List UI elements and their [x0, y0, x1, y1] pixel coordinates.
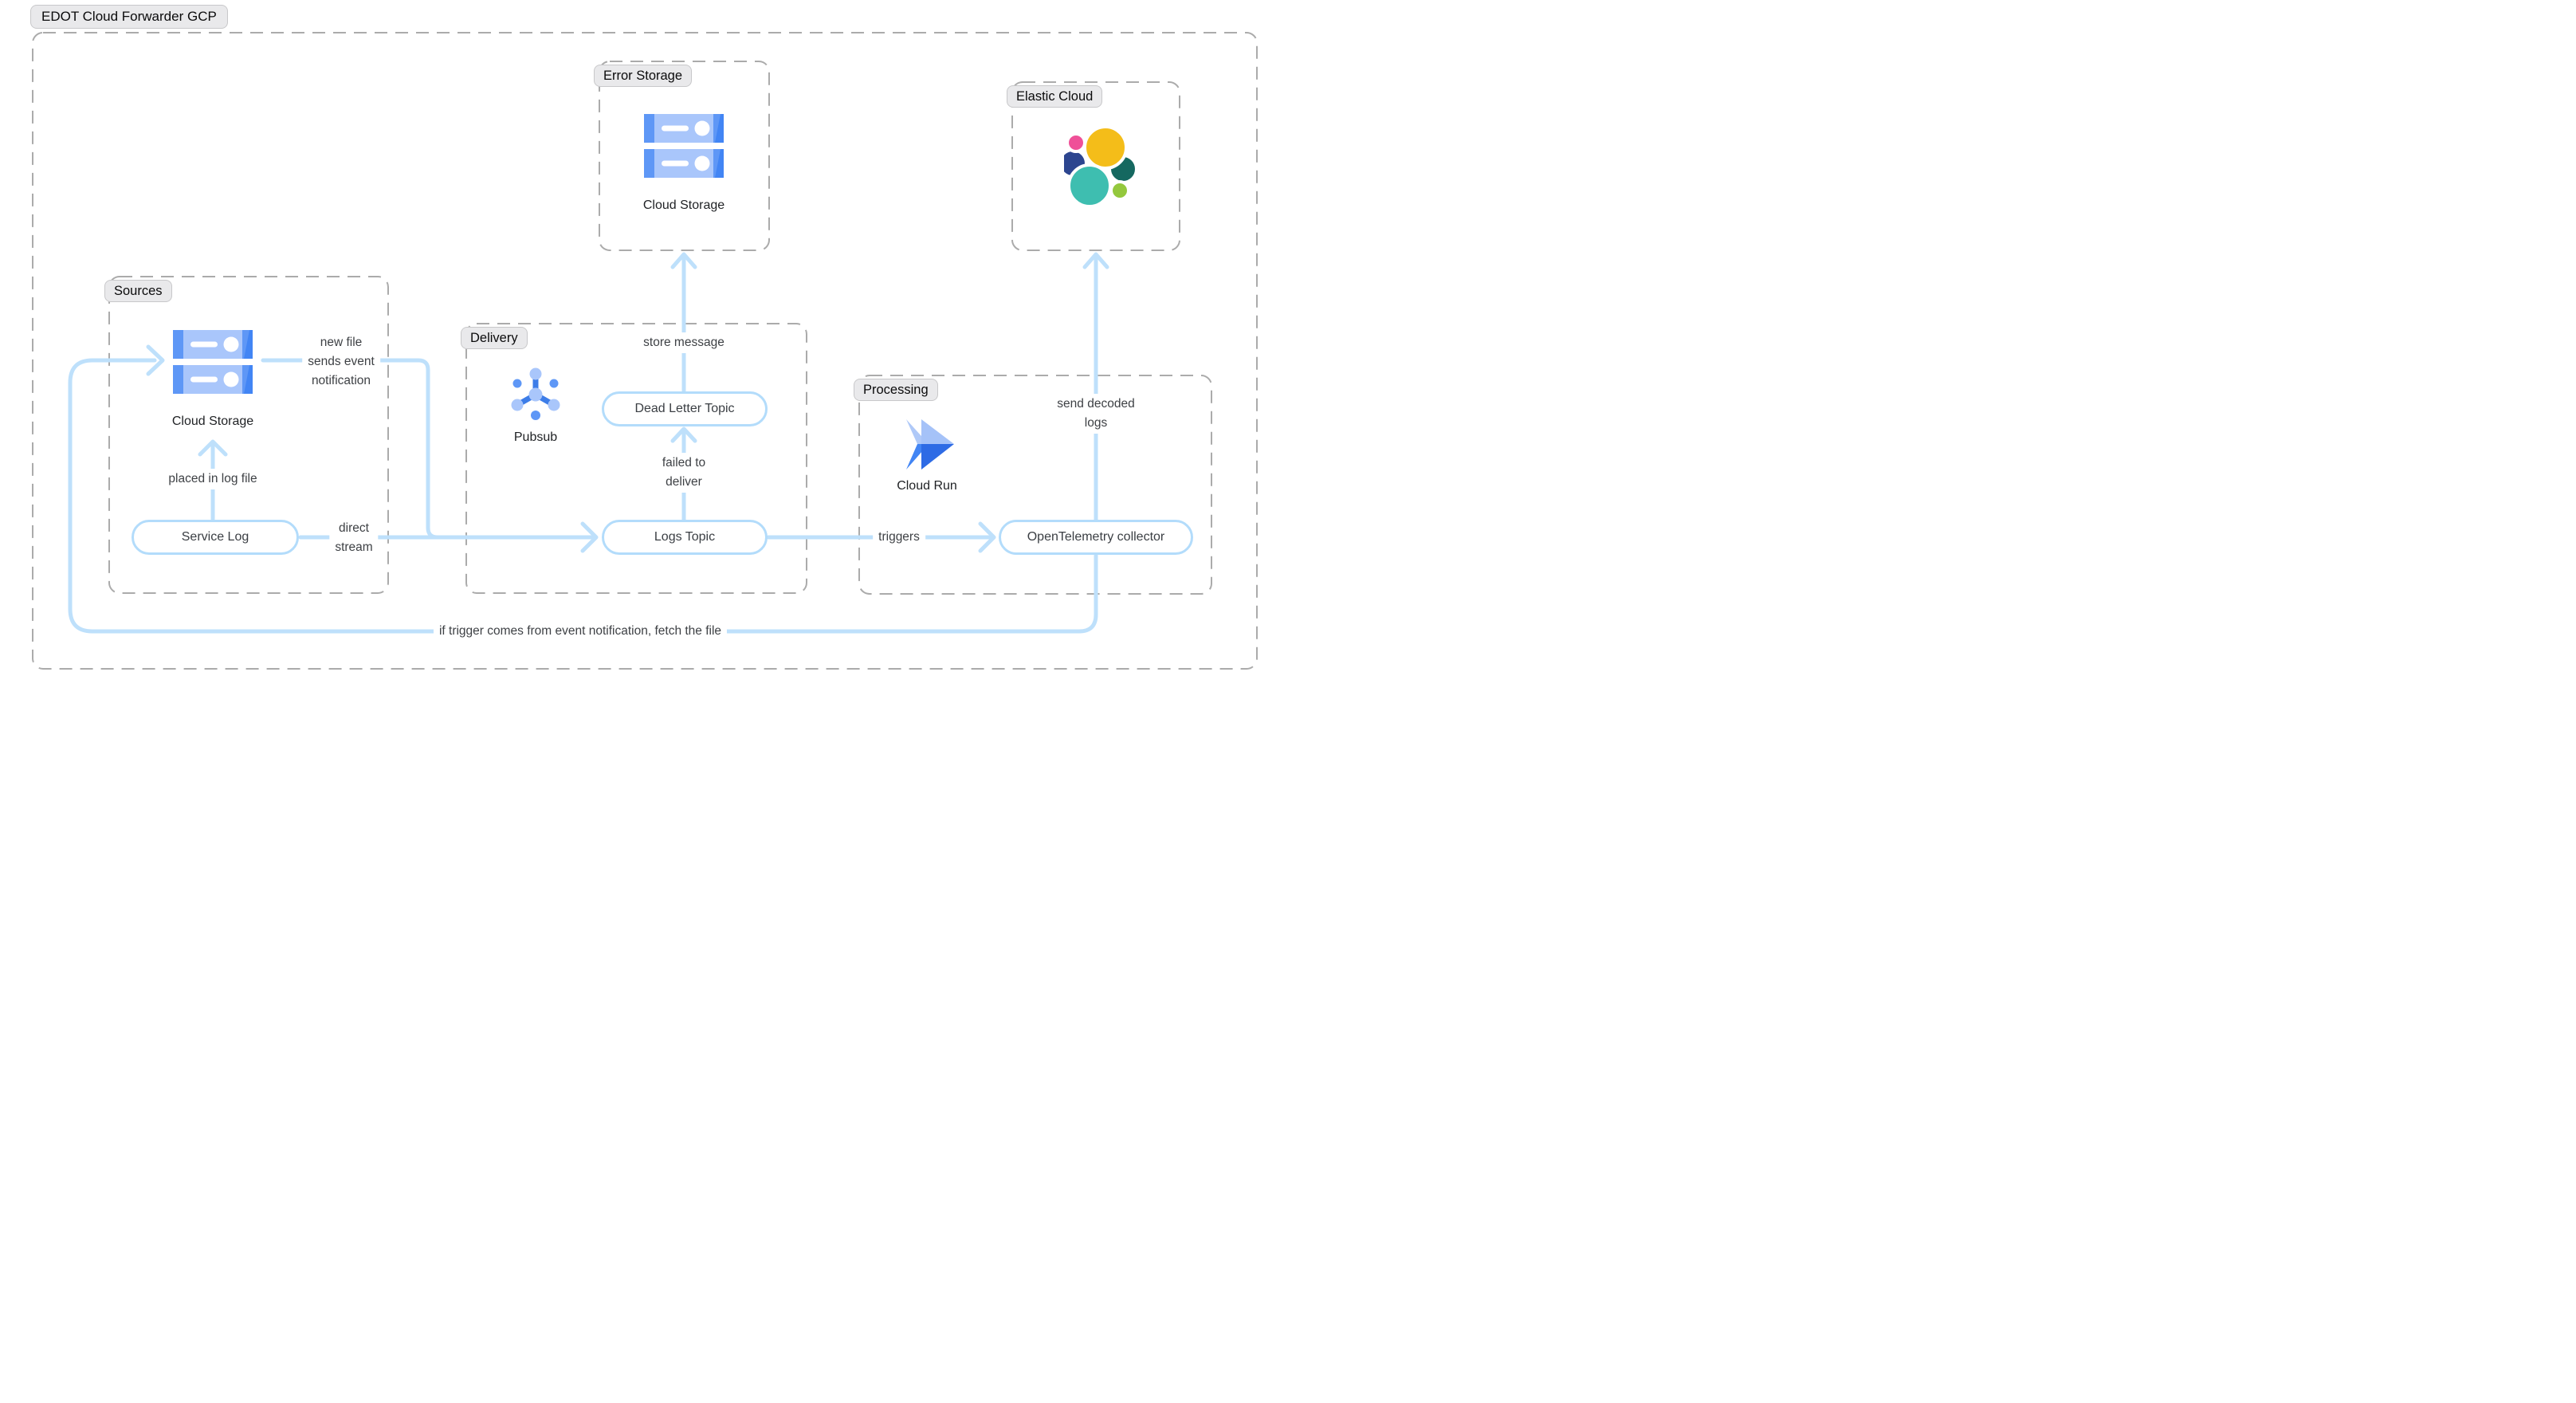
- arrowhead-into-error-storage: [670, 252, 697, 269]
- dead-letter-topic-label: Dead Letter Topic: [634, 402, 735, 415]
- edge-label-new-file: new file sends event notification: [302, 332, 380, 391]
- arrowhead-into-elastic: [1082, 252, 1109, 269]
- arrowhead-into-logs-topic: [580, 521, 599, 553]
- storage-bar-top: [644, 114, 724, 143]
- group-label-sources: Sources: [104, 280, 172, 302]
- cloud-storage-icon: [644, 114, 724, 178]
- service-log-label: Service Log: [181, 530, 249, 544]
- edge-fetch-file-line: [68, 358, 1098, 634]
- group-label-processing: Processing: [854, 379, 938, 401]
- edge-label-direct-stream: direct stream: [329, 518, 379, 558]
- sources-group-box: [108, 276, 389, 594]
- otel-collector-node: OpenTelemetry collector: [999, 520, 1193, 555]
- edge-label-failed-deliver: failed to deliver: [656, 453, 712, 493]
- edge-label-send-decoded: send decoded logs: [1051, 394, 1141, 434]
- dead-letter-topic-node: Dead Letter Topic: [602, 391, 768, 426]
- group-label-delivery: Delivery: [461, 327, 528, 349]
- diagram-canvas: EDOT Cloud Forwarder GCP Sources Deliver…: [0, 0, 1288, 702]
- edge-label-placed-in-log: placed in log file: [163, 469, 263, 489]
- pubsub-label: Pubsub: [513, 430, 558, 444]
- edge-label-fetch-file: if trigger comes from event notification…: [433, 621, 728, 642]
- outer-group-box: [32, 32, 1258, 670]
- edge-label-store-message: store message: [638, 332, 730, 353]
- arrowhead-up-to-storage-icon: [198, 439, 228, 457]
- otel-collector-label: OpenTelemetry collector: [1027, 530, 1165, 544]
- arrowhead-into-dead-letter: [670, 426, 697, 443]
- arrowhead-into-otel: [978, 521, 996, 553]
- cloud-storage-sources-label: Cloud Storage: [171, 415, 254, 428]
- error-storage-group-box: [599, 61, 770, 251]
- cloud-run-icon: [906, 419, 954, 470]
- logs-topic-node: Logs Topic: [602, 520, 768, 555]
- group-label-elastic-cloud: Elastic Cloud: [1007, 85, 1103, 108]
- service-log-node: Service Log: [132, 520, 299, 555]
- arrowhead-into-cloud-storage: [146, 344, 165, 376]
- edge-label-triggers: triggers: [873, 527, 925, 548]
- group-label-error-storage: Error Storage: [594, 65, 693, 87]
- cloud-storage-icon: [173, 330, 253, 394]
- delivery-group-box: [465, 323, 807, 594]
- diagram-title-badge: EDOT Cloud Forwarder GCP: [30, 5, 228, 29]
- elastic-cloud-group-box: [1011, 81, 1180, 251]
- pubsub-icon: [511, 367, 560, 420]
- storage-bar-bottom: [173, 365, 253, 394]
- cloud-run-label: Cloud Run: [897, 479, 957, 493]
- storage-bar-top: [173, 330, 253, 359]
- elastic-logo: [1064, 126, 1138, 206]
- logs-topic-label: Logs Topic: [654, 530, 716, 544]
- cloud-storage-error-label: Cloud Storage: [642, 198, 725, 212]
- processing-group-box: [858, 375, 1212, 595]
- storage-bar-bottom: [644, 149, 724, 178]
